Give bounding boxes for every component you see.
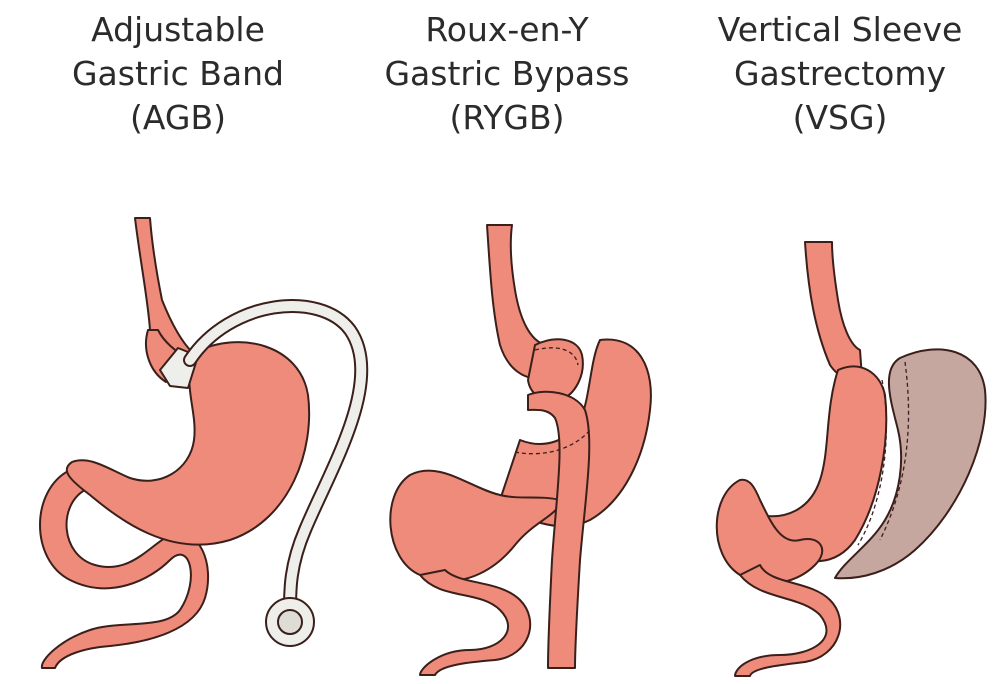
vsg-illustration: [717, 242, 986, 676]
rygb-intestine: [420, 570, 530, 675]
vsg-intestine: [735, 565, 840, 676]
agb-illustration: [40, 218, 361, 668]
rygb-roux-limb: [528, 392, 589, 668]
vsg-esophagus: [805, 242, 862, 380]
agb-port-center: [278, 610, 302, 634]
rygb-illustration: [390, 225, 651, 675]
